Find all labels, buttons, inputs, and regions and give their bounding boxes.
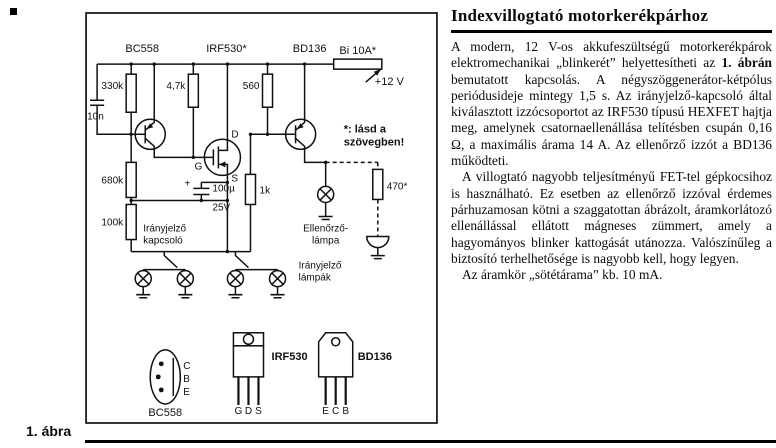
paragraph-text: A modern, 12 V-os akkufeszültségű motork… — [451, 39, 772, 71]
package-name-bc558: BC558 — [148, 407, 182, 419]
turn-lamp-1 — [134, 269, 152, 288]
label-irf530: IRF530* — [206, 43, 247, 55]
article-title: Indexvillogtató motorkerékpárhoz — [451, 6, 772, 33]
label-turn-lamps-2: lámpák — [299, 273, 332, 284]
figure-caption: 1. ábra — [26, 423, 72, 439]
turn-lamp-2 — [176, 269, 195, 288]
label-bc558: BC558 — [125, 43, 159, 55]
ground-1 — [135, 285, 151, 299]
ground-3 — [227, 285, 244, 299]
left-lamp-bus — [142, 268, 187, 271]
label-control-lamp-2: lámpa — [312, 236, 340, 247]
bottom-rule — [85, 440, 776, 443]
figure-reference: 1. ábrán — [721, 55, 772, 71]
control-lamp — [316, 185, 335, 204]
turn-lamp-3 — [226, 269, 245, 288]
label-source: S — [231, 173, 238, 184]
capacitor-10n — [90, 99, 105, 106]
label-turn-lamps-1: Irányjelző — [299, 261, 342, 272]
ground-buzzer — [370, 246, 386, 260]
resistor-680k — [125, 161, 137, 199]
paragraph-text: bemutatott kapcsolás. A négyszöggeneráto… — [451, 71, 772, 169]
article-paragraph-1: A modern, 12 V-os akkufeszültségű motork… — [451, 39, 772, 169]
resistor-4k7 — [187, 73, 200, 108]
mosfet-irf530 — [203, 138, 242, 177]
junction-dots — [129, 62, 328, 254]
ground-2 — [177, 285, 194, 299]
article-column: Indexvillogtató motorkerékpárhoz A moder… — [451, 6, 772, 283]
switch-arm-left — [163, 251, 178, 269]
label-fuse: Bi 10A* — [339, 45, 376, 57]
pin-label-e2: E — [322, 406, 329, 417]
resistor-330k — [125, 73, 137, 113]
pin-label-c: C — [183, 361, 190, 372]
resistor-470 — [372, 168, 384, 201]
ground-4 — [269, 285, 286, 299]
resistor-100k — [125, 203, 137, 241]
package-irf530: G D S IRF530 — [232, 332, 308, 417]
buzzer-symbol — [366, 235, 390, 249]
label-100k: 100k — [101, 218, 124, 229]
package-bc558: C B E BC558 — [148, 349, 191, 419]
package-name-irf530: IRF530 — [272, 351, 308, 363]
note-see-text-1: *: lásd a — [344, 123, 387, 135]
label-330k: 330k — [101, 81, 124, 92]
circuit-wiring — [96, 63, 382, 271]
label-switch-1: Irányjelző — [143, 224, 186, 235]
collector-gate-wire — [153, 148, 205, 159]
label-10n: 10n — [87, 111, 104, 122]
label-cap-plus: + — [184, 178, 190, 189]
pin-label-g: G — [235, 406, 243, 417]
circuit-schematic: BC558 IRF530* BD136 Bi 10A* +12 V 330k 4… — [85, 12, 438, 424]
fuse-symbol — [332, 58, 383, 70]
capacitor-100u — [193, 187, 210, 196]
buzzer-branch-dashed — [325, 161, 379, 237]
cap10n-branch — [96, 64, 132, 136]
label-bd136: BD136 — [293, 43, 327, 55]
label-switch-2: kapcsoló — [143, 236, 183, 247]
switch-arm-right — [234, 251, 249, 269]
package-name-bd136: BD136 — [358, 351, 392, 363]
label-control-lamp-1: Ellenőrző- — [303, 224, 348, 235]
pin-label-c2: C — [332, 406, 339, 417]
pin-label-e: E — [183, 387, 190, 398]
supply-arrowhead — [373, 69, 381, 76]
pin-label-s: S — [255, 406, 262, 417]
label-680k: 680k — [101, 175, 124, 186]
pin-label-b: B — [183, 374, 190, 385]
label-drain: D — [231, 129, 238, 140]
bd136-collector-wire — [303, 148, 327, 187]
package-bd136: E C B BD136 — [317, 332, 392, 417]
label-gate: G — [195, 161, 203, 172]
transistor-bc558-symbol — [134, 118, 167, 151]
right-lamp-bus — [234, 268, 279, 271]
dashed-wire — [325, 161, 379, 237]
pin-label-b2: B — [342, 406, 349, 417]
label-1k: 1k — [259, 185, 271, 196]
resistor-1k — [244, 173, 257, 206]
article-paragraph-3: Az áramkör „sötétárama” kb. 10 mA. — [462, 267, 663, 283]
pin-label-d: D — [245, 406, 252, 417]
note-see-text-2: szövegben! — [344, 136, 405, 148]
turn-lamp-4 — [268, 269, 287, 288]
label-560: 560 — [243, 81, 260, 92]
page-corner-mark — [10, 8, 17, 15]
article-paragraph-2: A villogtató nagyobb teljesítményű FET-t… — [451, 169, 772, 266]
resistor-560 — [261, 73, 274, 108]
label-4k7: 4,7k — [166, 81, 186, 92]
label-25v: 25V — [212, 202, 230, 213]
ground-control-lamp — [317, 207, 334, 221]
label-100u: 100µ — [212, 183, 235, 194]
schematic-border — [85, 12, 438, 424]
transistor-bd136-symbol — [284, 118, 317, 151]
label-470: 470* — [387, 181, 408, 192]
label-supply: +12 V — [375, 76, 405, 88]
